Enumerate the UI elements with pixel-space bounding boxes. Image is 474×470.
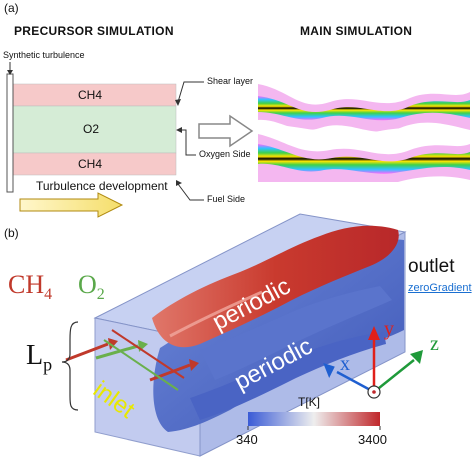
lp-label: Lp [26,340,53,375]
axis-y-label: y [384,318,394,340]
colorbar-min-label: 340 [236,432,258,447]
precursor-title: PRECURSOR SIMULATION [14,24,174,38]
synthetic-turbulence-inlet [6,73,14,193]
shear-layer-label: Shear layer [207,76,254,86]
transfer-arrow [198,114,254,148]
main-simulation-title: MAIN SIMULATION [300,24,413,38]
colorbar-max-label: 3400 [358,432,387,447]
coordinate-axes [323,326,423,399]
o2-species-label: O2 [78,270,105,304]
oxygen-side-label: Oxygen Side [199,149,251,159]
oxygen-side-pointer [180,129,196,156]
colorbar [248,412,380,426]
pointer-arrowhead [176,127,182,133]
flame-contours [257,84,471,182]
o2-band [12,105,177,154]
inlet-arrows [65,329,199,391]
outlet-label: outlet [408,256,455,277]
pointer-arrowhead [7,70,13,75]
pointer-arrowhead [175,99,181,106]
panel-b-label: (b) [4,226,19,240]
zero-gradient-label: zeroGradient [408,282,472,294]
fuel-side-pointer [177,183,204,201]
lp-brace [61,321,79,411]
temperature-structures [152,225,404,432]
shear-layer-pointer [177,81,204,103]
pointer-arrowhead [176,180,182,186]
panel-a-label: (a) [4,1,19,15]
ch4-top-label: CH4 [78,88,103,102]
turbulence-development-label: Turbulence development [36,179,168,193]
ch4-species-label: CH4 [8,270,53,304]
axis-z-label: z [430,333,439,355]
axis-x-label: x [340,353,350,375]
fuel-side-label: Fuel Side [207,194,246,204]
synthetic-turbulence-label: Synthetic turbulence [3,50,85,60]
colorbar-title: T[K] [298,395,321,409]
o2-label: O2 [83,122,100,136]
turbulence-development-arrow [19,192,124,218]
ch4-bottom-label: CH4 [78,157,103,171]
